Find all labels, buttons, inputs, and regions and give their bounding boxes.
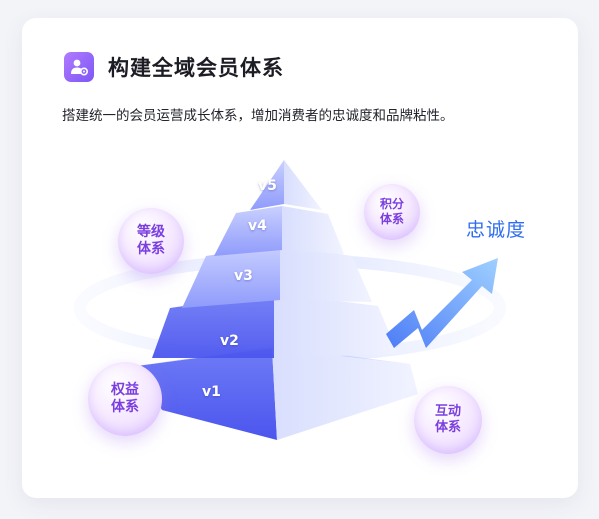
page-subtitle: 搭建统一的会员运营成长体系，增加消费者的忠诚度和品牌粘性。 <box>62 108 454 124</box>
pyramid-tier-4-front <box>214 206 282 256</box>
pyramid-tier-4-side <box>282 206 344 254</box>
bubble-interaction-system: 互动 体系 <box>414 386 482 454</box>
bubble-points-system: 积分 体系 <box>364 184 420 240</box>
bubble-benefits-label: 权益 体系 <box>111 381 139 416</box>
pyramid-tier-1-side <box>272 348 418 440</box>
feature-card: 构建全域会员体系 搭建统一的会员运营成长体系，增加消费者的忠诚度和品牌粘性。 <box>22 18 578 498</box>
page-title: 构建全域会员体系 <box>108 56 284 80</box>
loyalty-label: 忠诚度 <box>466 219 527 241</box>
growth-arrow <box>386 258 498 348</box>
level-label-v1: v1 <box>202 384 221 400</box>
pyramid-tier-3-side <box>280 244 372 302</box>
level-label-v5: v5 <box>258 178 277 194</box>
level-label-v3: v3 <box>234 268 253 284</box>
bubble-grade-system: 等级 体系 <box>118 208 184 274</box>
bubble-points-label: 积分 体系 <box>379 197 404 226</box>
member-settings-icon <box>64 52 94 82</box>
section-header: 构建全域会员体系 <box>64 52 284 82</box>
pyramid-tier-2-side <box>274 293 398 358</box>
bubble-interaction-label: 互动 体系 <box>434 403 461 435</box>
level-label-v4: v4 <box>248 218 267 234</box>
level-label-v2: v2 <box>220 333 239 349</box>
pyramid-tier-1-front <box>137 348 277 440</box>
pyramid-tier-5-front <box>250 160 284 210</box>
bubble-benefits-system: 权益 体系 <box>88 362 162 436</box>
pyramid-illustration <box>74 160 506 440</box>
bubble-grade-label: 等级 体系 <box>137 223 165 258</box>
pyramid-tier-5-side <box>284 160 322 210</box>
pyramid-tier-3-front <box>182 244 280 308</box>
pyramid-tier-2-front <box>152 293 274 358</box>
